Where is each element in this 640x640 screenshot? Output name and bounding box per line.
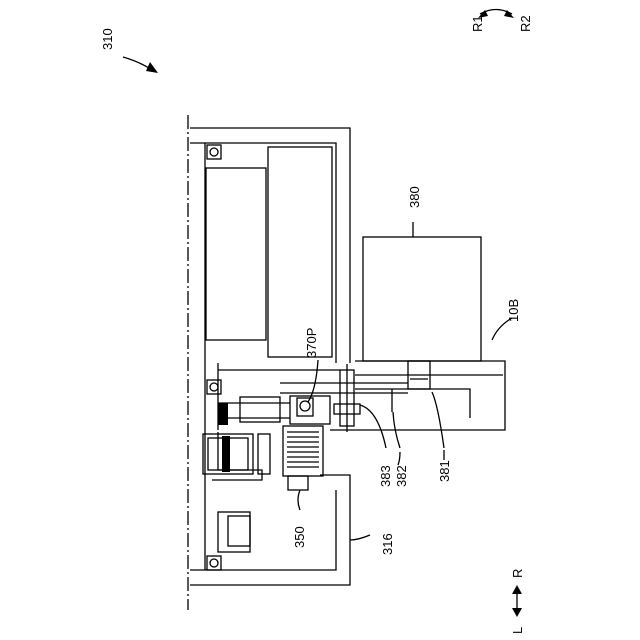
spring-coils (287, 432, 319, 467)
label-left: L (510, 627, 525, 634)
label-383: 383 (378, 465, 393, 487)
label-fig-ref: 310 (100, 28, 115, 50)
label-housing: 316 (380, 533, 395, 555)
label-spring-unit: 350 (292, 526, 307, 548)
label-381: 381 (437, 460, 452, 482)
label-motor: 380 (407, 186, 422, 208)
label-base: 10B (506, 299, 521, 322)
lower-bearing (207, 556, 221, 570)
motor-body (363, 237, 481, 361)
base-plate-10b (330, 361, 505, 430)
label-pin: 370P (304, 328, 319, 358)
upper-bearing (207, 145, 221, 159)
label-r2: R2 (518, 15, 533, 32)
label-382: 382 (394, 465, 409, 487)
upper-inner-slot (206, 168, 266, 340)
pin-370p (300, 401, 310, 411)
middle-bearing (207, 380, 221, 394)
spring-unit-350 (283, 426, 323, 476)
label-r1: R1 (470, 15, 485, 32)
upper-inner-block (268, 147, 332, 357)
label-right: R (510, 569, 525, 578)
upper-housing-outline (190, 128, 350, 363)
